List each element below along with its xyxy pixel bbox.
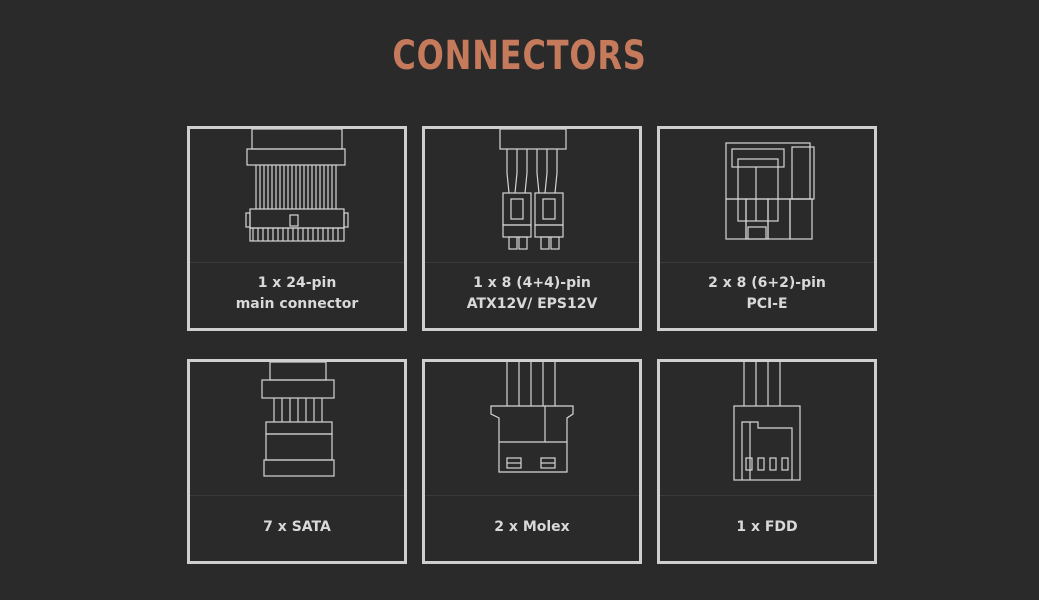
connector-card-24-pin: 1 x 24-pin main connector [187, 126, 407, 331]
sata-connector-icon [261, 362, 335, 477]
connector-type: main connector [235, 296, 359, 312]
connector-label: 1 x 8 (4+4)-pin ATX12V/ EPS12V [425, 273, 639, 315]
connector-illustration [425, 362, 639, 496]
connector-illustration [660, 129, 874, 263]
connector-count: 1 x 8 (4+4)-pin [473, 275, 591, 291]
page-title: CONNECTORS [392, 33, 647, 79]
connector-type: ATX12V/ EPS12V [466, 296, 598, 312]
connector-count: 1 x 24-pin [257, 275, 337, 291]
connector-card-molex: 2 x Molex [422, 359, 642, 564]
connector-label: 7 x SATA [190, 517, 404, 538]
8-pin-eps-connector-icon [499, 129, 567, 250]
24-pin-connector-icon [245, 129, 349, 242]
connector-card-pcie: 2 x 8 (6+2)-pin PCI-E [657, 126, 877, 331]
connector-illustration [190, 362, 404, 496]
connector-label: 2 x Molex [425, 517, 639, 538]
connector-illustration [425, 129, 639, 263]
connector-type: PCI-E [746, 296, 788, 312]
connector-illustration [190, 129, 404, 263]
connector-card-sata: 7 x SATA [187, 359, 407, 564]
connector-count: 2 x 8 (6+2)-pin [708, 275, 826, 291]
connector-count: 7 x SATA [263, 519, 331, 535]
connector-count: 2 x Molex [494, 519, 570, 535]
molex-connector-icon [490, 362, 574, 473]
connector-card-fdd: 1 x FDD [657, 359, 877, 564]
pcie-connector-icon [725, 142, 815, 240]
connector-count: 1 x FDD [736, 519, 798, 535]
connector-label: 1 x 24-pin main connector [190, 273, 404, 315]
fdd-connector-icon [733, 362, 801, 481]
connector-label: 1 x FDD [660, 517, 874, 538]
connector-card-eps12v: 1 x 8 (4+4)-pin ATX12V/ EPS12V [422, 126, 642, 331]
connector-illustration [660, 362, 874, 496]
connector-label: 2 x 8 (6+2)-pin PCI-E [660, 273, 874, 315]
